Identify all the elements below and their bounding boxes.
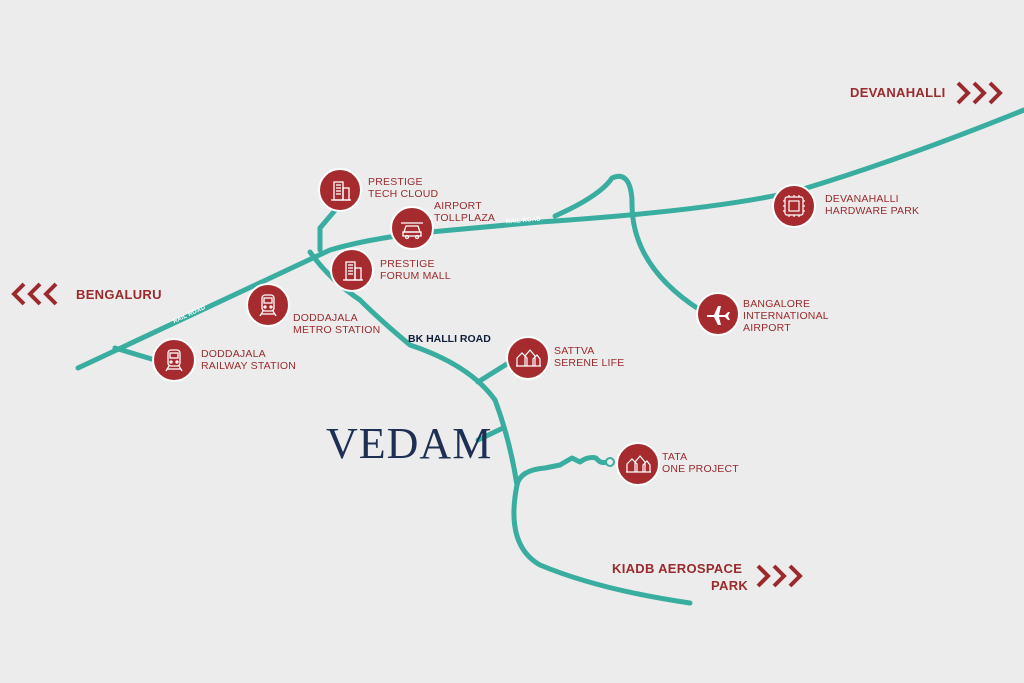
sattva-spur [475,359,513,385]
bk-halli-road [307,249,693,606]
arrow-right-icon [956,81,1003,105]
direction-devanahalli: DEVANAHALLI [850,85,946,100]
poi-label-line: HARDWARE PARK [825,205,920,217]
direction-bengaluru: BENGALURU [76,287,162,302]
poi-label-line: TECH CLOUD [368,188,439,200]
poi-label-line: PRESTIGE [380,258,435,270]
tech-cloud-spur [317,205,340,253]
hardware-icon [783,195,805,217]
building-icon [331,181,351,201]
building-icon [343,261,363,281]
poi-label-line: TATA [662,451,688,463]
poi-label-line: RAILWAY STATION [201,360,296,372]
airport-road [552,173,703,313]
car-icon [401,222,423,240]
poi-label-doddajala-railway-station: DODDAJALA RAILWAY STATION [201,348,296,372]
poi-sattva-serene-life[interactable] [506,336,550,380]
arrow-left-icon [11,282,58,306]
poi-label-line: PRESTIGE [368,176,423,188]
poi-devanahalli-hardware-park[interactable] [772,184,816,228]
airplane-icon [707,306,730,325]
poi-label-doddajala-metro-station: DODDAJALA METRO STATION [293,312,380,336]
poi-prestige-forum-mall[interactable] [330,248,374,292]
poi-label-line: AIRPORT [434,200,482,212]
poi-label-prestige-forum-mall: PRESTIGE FORUM MALL [380,258,451,282]
poi-label-devanahalli-hardware-park: DEVANAHALLI HARDWARE PARK [825,193,919,217]
poi-label-line: METRO STATION [293,324,381,336]
tata-spur-end [605,457,615,467]
poi-tata-one-project[interactable] [616,442,660,486]
houses-icon [626,455,651,473]
train-icon [165,349,183,372]
poi-label-sattva-serene-life: SATTVA SERENE LIFE [554,345,624,369]
poi-label-line: ONE PROJECT [662,463,739,475]
poi-label-line: DEVANAHALLI [825,193,899,205]
poi-label-line: SERENE LIFE [554,357,625,369]
poi-label-prestige-tech-cloud: PRESTIGE TECH CLOUD [368,176,438,200]
poi-label-airport-tollplaza: AIRPORT TOLLPLAZA [434,200,495,224]
poi-label-line: BANGALORE [743,298,811,310]
poi-label-bangalore-international-airport: BANGALORE INTERNATIONAL AIRPORT [743,298,829,334]
arrow-right-icon [756,564,803,588]
direction-kiadb-line1: KIADB AEROSPACE [612,561,743,576]
poi-label-tata-one-project: TATA ONE PROJECT [662,451,739,475]
poi-label-line: INTERNATIONAL [743,310,829,322]
direction-kiadb-line2: PARK [711,578,749,593]
poi-label-line: TOLLPLAZA [434,212,496,224]
poi-label-line: DODDAJALA [293,312,358,324]
poi-label-line: FORUM MALL [380,270,451,282]
brand-logo-vedam: VEDAM [326,419,493,468]
poi-label-line: SATTVA [554,345,595,357]
poi-prestige-tech-cloud[interactable] [318,168,362,212]
poi-doddajala-railway-station[interactable] [152,338,196,382]
bk-halli-road-label: BK HALLI ROAD [408,333,491,345]
tata-spur [514,455,613,488]
main-highway [75,107,1024,371]
poi-doddajala-metro-station[interactable] [246,283,290,327]
poi-airport-tollplaza[interactable] [390,206,434,250]
railway-spur [112,345,158,363]
vedam-spur [475,425,506,443]
train-icon [259,294,277,317]
poi-label-line: DODDAJALA [201,348,266,360]
poi-label-line: AIRPORT [743,322,791,334]
houses-icon [516,349,541,367]
poi-bangalore-international-airport[interactable] [696,292,740,336]
